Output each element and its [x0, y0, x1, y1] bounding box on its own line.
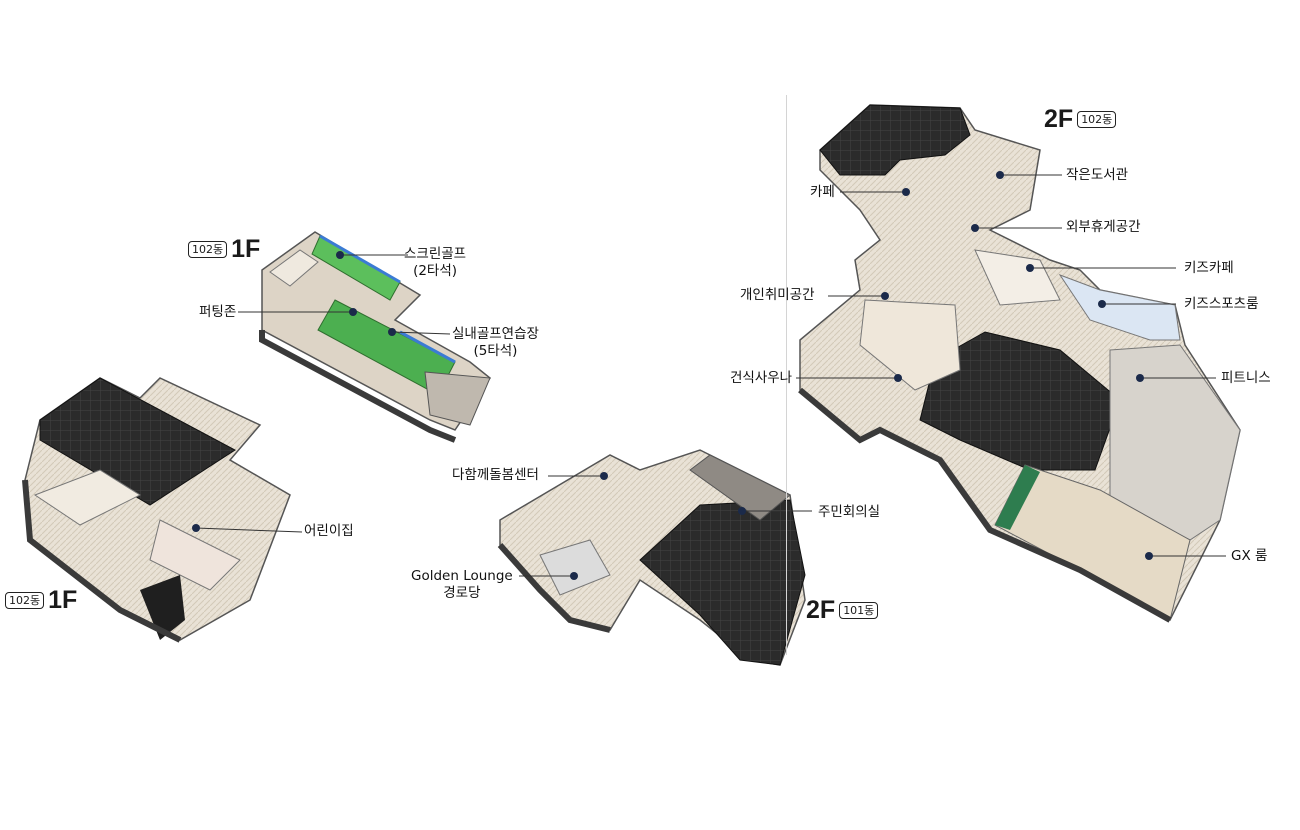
- room-name: Golden Lounge: [411, 568, 513, 584]
- building-badge: 102동: [1077, 110, 1117, 128]
- plan-101-2f: [497, 449, 806, 666]
- room-label-putting-zone: 퍼팅존: [199, 304, 237, 320]
- room-label-hobby-space: 개인취미공간: [740, 287, 815, 303]
- floor-label: 1F: [231, 235, 261, 263]
- plan-102-2f: [798, 104, 1241, 623]
- floor-label: 1F: [48, 586, 78, 614]
- room-capacity: (2타석): [413, 263, 458, 279]
- room-label-dry-sauna: 건식사우나: [730, 370, 793, 386]
- room-label-fitness: 피트니스: [1221, 370, 1271, 386]
- building-badge: 102동: [5, 591, 45, 609]
- room-capacity: (5타석): [473, 343, 518, 359]
- floor-tag-102-2f: 2F 102동: [1044, 105, 1117, 133]
- building-badge: 101동: [839, 601, 879, 619]
- room-label-indoor-golf: 실내골프연습장 (5타석): [452, 326, 539, 360]
- section-divider: [786, 95, 787, 655]
- room-name: 스크린골프: [404, 246, 467, 262]
- plan-102-1f-golf: [259, 231, 492, 443]
- room-label-kids-sports: 키즈스포츠룸: [1184, 296, 1259, 312]
- room-label-screen-golf: 스크린골프 (2타석): [404, 246, 466, 280]
- plan-102-1f-daycare: [22, 377, 291, 643]
- floor-tag-101-2f: 2F 101동: [806, 596, 879, 624]
- room-label-golden-lounge: Golden Lounge 경로당: [411, 568, 513, 602]
- floor-tag-102-1f-top: 102동 1F: [188, 236, 260, 262]
- floor-label: 2F: [1044, 105, 1074, 133]
- floor-label: 2F: [806, 596, 836, 624]
- room-label-resident-meeting: 주민회의실: [818, 504, 881, 520]
- building-badge: 102동: [188, 240, 228, 258]
- room-label-gx-room: GX 룸: [1231, 548, 1268, 564]
- room-label-cafe: 카페: [810, 184, 835, 200]
- room-label-outdoor-lounge: 외부휴게공간: [1066, 219, 1141, 235]
- room-label-kids-cafe: 키즈카페: [1184, 260, 1234, 276]
- floor-tag-102-1f-bottom: 102동 1F: [5, 587, 77, 613]
- room-name: 실내골프연습장: [452, 326, 539, 342]
- room-label-small-library: 작은도서관: [1066, 167, 1129, 183]
- room-name-korean: 경로당: [443, 585, 481, 601]
- room-label-care-center: 다함께돌봄센터: [452, 467, 539, 483]
- leader-lines: [195, 174, 1226, 577]
- location-markers: [192, 171, 1153, 580]
- room-label-daycare: 어린이집: [304, 523, 354, 539]
